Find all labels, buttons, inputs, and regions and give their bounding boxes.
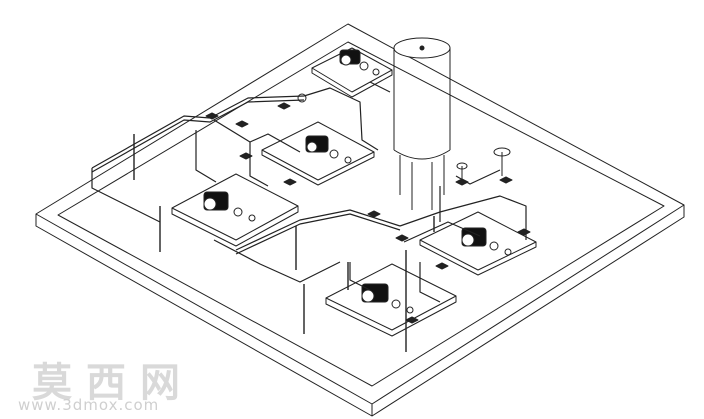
pump-skid-left [171, 173, 299, 247]
pump-skid-right-upper [419, 211, 537, 276]
base-frame [35, 23, 685, 417]
storage-tank [393, 37, 451, 210]
support-posts [133, 134, 435, 352]
pump-skid-middle [261, 121, 375, 186]
watermark-url: www.3dmox.com [18, 396, 160, 414]
handwheels [297, 93, 511, 180]
pump-skid-right-lower [325, 263, 457, 337]
watermark-logo-text: 莫西网 [32, 359, 194, 406]
valves [205, 102, 531, 324]
pump-skid-top [311, 47, 393, 98]
